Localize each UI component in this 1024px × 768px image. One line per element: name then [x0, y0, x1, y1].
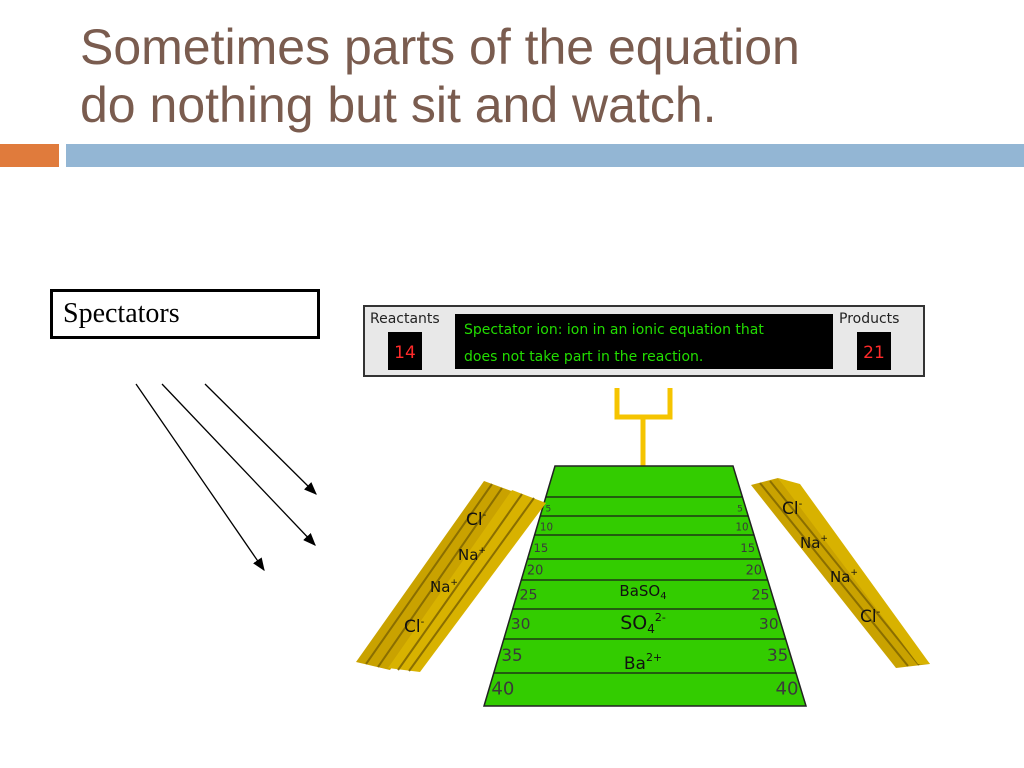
title-line-2: do nothing but sit and watch.	[80, 77, 717, 133]
yard-number-left: 5	[546, 505, 552, 515]
products-score-panel	[857, 332, 891, 370]
yard-number-right: 40	[775, 679, 798, 700]
scoreboard: Reactants 14 Spectator ion: ion in an io…	[363, 305, 925, 377]
spectators-label-box: Spectators	[50, 289, 320, 339]
yard-number-right: 35	[767, 645, 788, 665]
yard-number-right: 10	[736, 522, 749, 534]
yard-number-left: 15	[534, 541, 549, 555]
right-stand-ion: Cl-	[860, 607, 881, 627]
yard-number-right: 30	[759, 615, 779, 633]
yard-number-left: 40	[491, 679, 514, 700]
yard-number-right: 5	[737, 505, 743, 515]
spectators-label: Spectators	[63, 298, 180, 329]
ba-label: Ba2+	[624, 651, 662, 674]
so4-label: SO42-	[620, 611, 666, 636]
right-bleachers: Cl- Na+Na+ Cl-	[751, 478, 930, 668]
slide-title: Sometimes parts of the equation do nothi…	[80, 18, 980, 134]
left-stand-ion: Cl-	[404, 617, 425, 637]
football-field: 5 5 10 10 15 15 20 20 25 25 30 30 35 35 40 40 BaSO4 SO4…	[482, 465, 808, 707]
title-line-1: Sometimes parts of the equation	[80, 19, 800, 75]
yard-number-left: 10	[540, 522, 553, 534]
accent-bar-orange	[0, 144, 59, 167]
products-score: 21	[863, 343, 885, 363]
left-stand-ion: Na+	[430, 578, 458, 596]
right-stand-ion: Cl-	[782, 499, 803, 519]
message-line-2: does not take part in the reaction.	[464, 349, 703, 365]
right-stand-ion: Na+	[800, 534, 828, 552]
baso4-label: BaSO4	[619, 582, 666, 602]
reactants-score: 14	[394, 343, 416, 363]
yard-number-left: 30	[511, 615, 531, 633]
pointer-arrow-3	[204, 383, 317, 495]
right-stand-ion: Na+	[830, 568, 858, 586]
products-label: Products	[839, 311, 899, 327]
reactants-score-panel	[388, 332, 422, 370]
message-panel	[455, 314, 833, 369]
yard-number-left: 20	[527, 564, 543, 579]
accent-bar-blue	[66, 144, 1024, 167]
yard-number-left: 25	[520, 588, 538, 604]
pointer-arrow-1	[135, 383, 265, 572]
left-stand-ion: Cl-	[466, 510, 487, 530]
goalpost	[614, 388, 673, 466]
pointer-arrow-2	[161, 383, 316, 546]
yard-number-right: 15	[740, 541, 755, 555]
message-line-1: Spectator ion: ion in an ionic equation …	[464, 322, 764, 338]
left-bleachers: Cl- Na+Na+ Cl-	[356, 481, 546, 672]
reactants-label: Reactants	[370, 311, 440, 327]
yard-number-right: 25	[752, 588, 770, 604]
left-stand-ion: Na+	[458, 546, 486, 564]
yard-number-right: 20	[746, 564, 762, 579]
yard-number-left: 35	[501, 645, 522, 665]
